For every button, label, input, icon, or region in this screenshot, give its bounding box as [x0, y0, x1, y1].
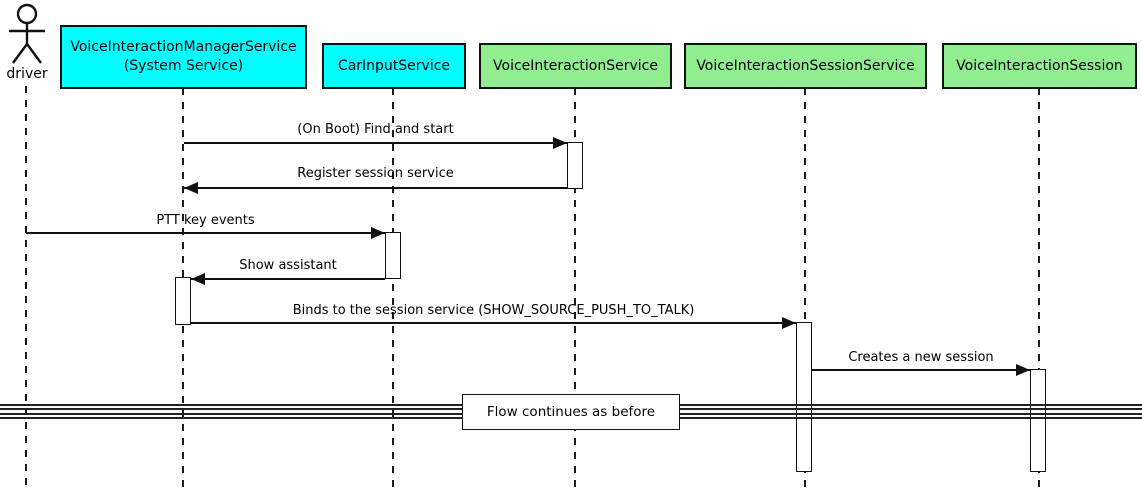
participant-voiceinteractionservice: VoiceInteractionService	[479, 43, 672, 89]
divider-label-box: Flow continues as before	[462, 394, 680, 430]
message-binds-to-session-service-label: Binds to the session service (SHOW_SOURC…	[292, 303, 695, 318]
participant-voiceinteractionsession: VoiceInteractionSession	[942, 43, 1137, 89]
activation-voiceinteractionsession	[1030, 369, 1046, 472]
actor-icon	[9, 3, 45, 64]
activation-voiceinteractionservice	[567, 142, 583, 189]
participant-sublabel: (System Service)	[123, 58, 244, 74]
arrowhead-left-icon	[191, 273, 205, 285]
participant-label: CarInputService	[337, 57, 451, 74]
message-ptt-key-events-line	[26, 232, 385, 234]
arrowhead-right-icon	[1016, 364, 1030, 376]
message-register-session-service-label: Register session service	[297, 166, 454, 181]
lifeline-carinputservice	[392, 88, 394, 488]
message-creates-new-session-line	[812, 369, 1030, 371]
arrowhead-right-icon	[371, 227, 385, 239]
actor-label: driver	[6, 66, 48, 82]
message-on-boot-find-and-start-line	[184, 142, 567, 144]
lifeline-voiceinteractionservice	[574, 88, 576, 488]
activation-carinputservice	[385, 232, 401, 279]
participant-voiceinteractionsessionservice: VoiceInteractionSessionService	[684, 43, 927, 89]
lifeline-voiceinteractionsession	[1038, 88, 1040, 488]
lifeline-driver	[25, 86, 27, 488]
message-show-assistant-line	[191, 278, 385, 280]
participant-label: VoiceInteractionManagerService	[70, 39, 297, 56]
arrowhead-right-icon	[553, 137, 567, 149]
message-creates-new-session-label: Creates a new session	[848, 350, 994, 365]
message-show-assistant-label: Show assistant	[239, 258, 337, 273]
arrowhead-left-icon	[184, 182, 198, 194]
actor-driver: driver	[0, 0, 62, 88]
participant-label: VoiceInteractionSessionService	[696, 57, 915, 74]
message-register-session-service-line	[184, 187, 567, 189]
participant-voiceinteractionmanagerservice: VoiceInteractionManagerService (System S…	[60, 25, 307, 89]
participant-label: VoiceInteractionSession	[956, 57, 1123, 74]
activation-voiceinteractionmanagerservice	[175, 277, 191, 325]
message-on-boot-find-and-start-label: (On Boot) Find and start	[297, 122, 454, 137]
arrowhead-right-icon	[782, 317, 796, 329]
lifeline-voiceinteractionsessionservice	[804, 88, 806, 488]
message-binds-to-session-service-line	[191, 322, 796, 324]
participant-label: VoiceInteractionService	[493, 57, 658, 74]
divider-label: Flow continues as before	[486, 404, 656, 420]
message-ptt-key-events-label: PTT key events	[156, 213, 255, 228]
activation-voiceinteractionsessionservice	[796, 322, 812, 472]
participant-carinputservice: CarInputService	[322, 43, 466, 89]
